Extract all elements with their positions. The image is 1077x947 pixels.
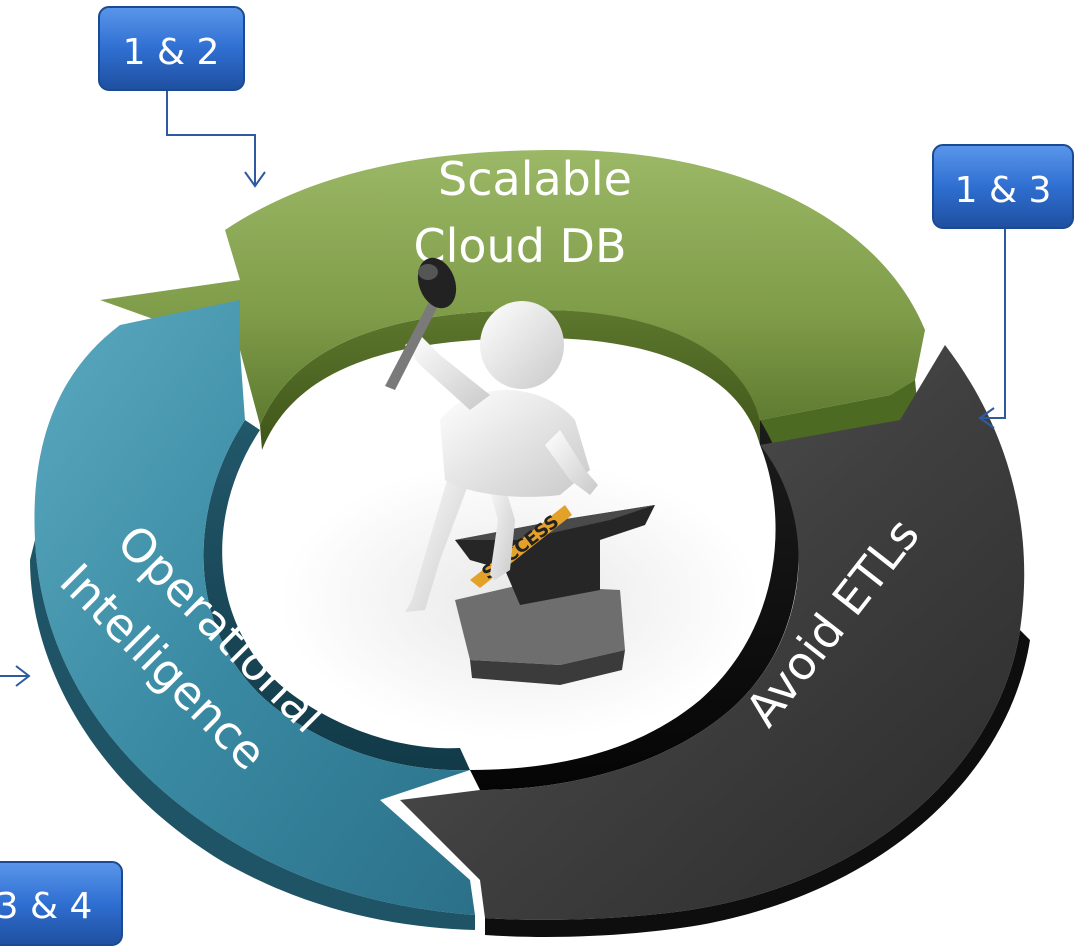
figure-leg-back [405, 470, 470, 612]
anvil [455, 505, 655, 605]
segment-avoid-etls: Avoid ETLs [400, 345, 1030, 937]
connector-top-right-arrow-icon [978, 407, 995, 429]
segment-teal-side [203, 420, 470, 771]
segment-dark-top [400, 345, 1025, 920]
badge-3-and-4-label: 3 & 4 [0, 886, 92, 927]
badge-3-and-4-box [0, 861, 123, 946]
segment-scalable-cloud-db: Scalable Cloud DB [100, 150, 925, 450]
connector-left-edge-arrow-icon [15, 665, 31, 687]
figure-torso [440, 390, 590, 497]
hammer-handle [385, 300, 440, 390]
badge-3-and-4: 3 & 4 [0, 861, 123, 946]
segment-operational-intelligence: Operational Intelligence [30, 300, 475, 930]
hammer-face [418, 264, 438, 280]
segment-green-edge [760, 380, 918, 447]
anvil-stone-shade [470, 650, 625, 685]
connector-top-left [166, 90, 256, 185]
anvil-stone-base [455, 585, 625, 665]
segment-teal-top [34, 300, 475, 915]
figure-arm-raised [405, 335, 490, 410]
badge-1-and-2-box [98, 6, 245, 91]
badge-1-and-3-label: 1 & 3 [955, 170, 1052, 211]
badge-1-and-3-box [932, 144, 1074, 229]
segment-top-label-line2: Cloud DB [414, 219, 627, 273]
figure-leg-front [485, 470, 515, 580]
connector-top-left-arrow-icon [244, 171, 266, 188]
segment-green-top [100, 150, 925, 425]
badge-1-and-3: 1 & 3 [932, 144, 1074, 229]
badge-1-and-2-label: 1 & 2 [123, 32, 220, 73]
segment-dark-side [470, 420, 799, 790]
connector-top-right [980, 228, 1006, 419]
figure-arm-down [545, 430, 598, 495]
segment-top-label-line1: Scalable [438, 152, 632, 206]
badge-1-and-2: 1 & 2 [98, 6, 245, 91]
segment-green-side [260, 310, 760, 450]
figure-with-hammer: SUCCESS [385, 257, 655, 685]
figure-head [480, 301, 564, 389]
